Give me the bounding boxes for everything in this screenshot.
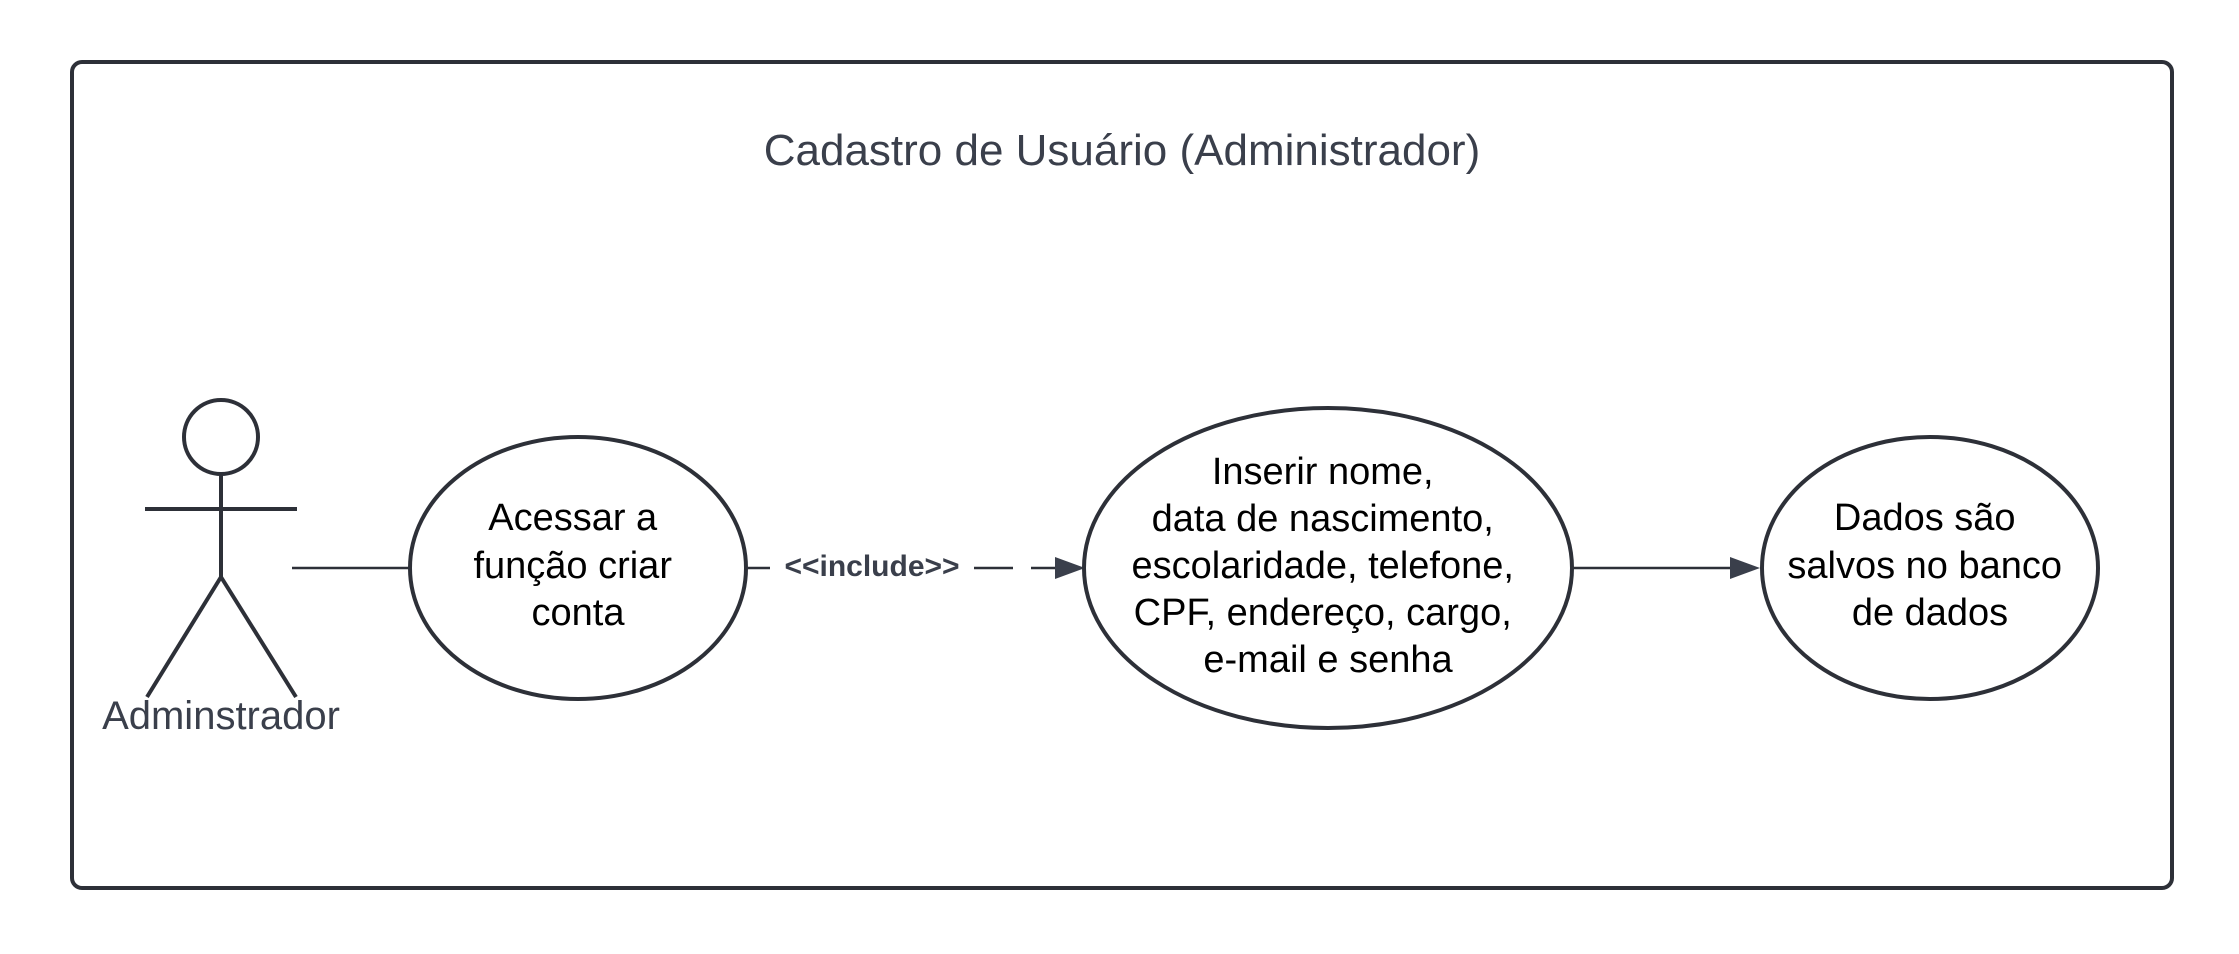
actor-left-leg	[145, 575, 223, 699]
use-case-label: Inserir nome, data de nascimento, escola…	[1132, 451, 1525, 681]
arrowhead	[1055, 557, 1085, 579]
arrowhead	[1730, 557, 1760, 579]
use-case-access-create-account[interactable]: Acessar a função criar conta	[408, 435, 748, 701]
use-case-label-line: data de nascimento,	[1152, 498, 1494, 540]
use-case-label: Acessar a função criar conta	[473, 497, 682, 634]
use-case-data-saved[interactable]: Dados são salvos no banco de dados	[1760, 435, 2100, 701]
use-case-label: Dados são salvos no banco de dados	[1787, 497, 2072, 634]
actor-right-leg	[219, 575, 298, 699]
use-case-label-line: conta	[532, 592, 626, 634]
use-case-ellipse	[1082, 406, 1574, 730]
use-case-label-line: de dados	[1852, 592, 2008, 634]
use-case-label-line: função criar	[473, 545, 672, 587]
use-case-ellipse	[1760, 435, 2100, 701]
actor-label: Adminstrador	[102, 694, 340, 738]
use-case-label-line: e-mail e senha	[1203, 639, 1453, 681]
actor-head	[182, 398, 260, 476]
use-case-label-line: Inserir nome,	[1212, 451, 1434, 493]
use-case-label-line: salvos no banco	[1787, 545, 2062, 587]
include-stereotype-label: <<include>>	[784, 550, 959, 583]
actor-administrator[interactable]: Adminstrador	[102, 398, 340, 738]
use-case-label-line: Acessar a	[488, 497, 658, 539]
use-case-insert-user-data[interactable]: Inserir nome, data de nascimento, escola…	[1082, 406, 1574, 730]
diagram-title: Cadastro de Usuário (Administrador)	[764, 126, 1481, 175]
use-case-label-line: Dados são	[1834, 497, 2016, 539]
use-case-ellipse	[408, 435, 748, 701]
use-case-label-line: escolaridade, telefone,	[1132, 545, 1514, 587]
use-case-label-line: CPF, endereço, cargo,	[1134, 592, 1512, 634]
include-relation: <<include>>	[748, 550, 1085, 583]
flow-relation	[1573, 557, 1760, 579]
